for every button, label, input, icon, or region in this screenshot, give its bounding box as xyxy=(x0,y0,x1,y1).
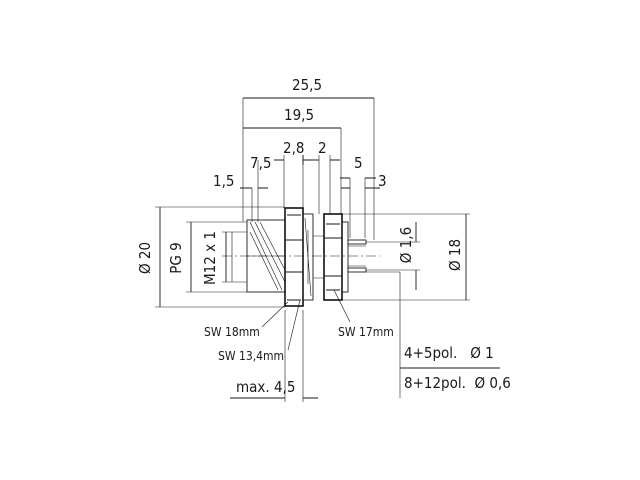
dim-overall-length: 25,5 xyxy=(292,76,322,94)
dim-length-to-flange: 19,5 xyxy=(284,106,314,124)
diam-pg-thread: PG 9 xyxy=(167,242,185,273)
wrench-nut-13: SW 13,4mm xyxy=(218,349,284,363)
dim-thread-start: 1,5 xyxy=(213,172,234,190)
pin-table-row-2: 8+12pol. Ø 0,6 xyxy=(404,374,511,392)
wrench-leaders xyxy=(261,289,351,351)
dim-offset-left: 7,5 xyxy=(250,154,271,172)
dim-gap: 2 xyxy=(318,139,327,157)
diam-pin-pitch: Ø 1,6 xyxy=(397,227,415,263)
top-dimensions xyxy=(240,97,380,240)
pin-table-row-1: 4+5pol. Ø 1 xyxy=(404,344,494,362)
right-dimensions xyxy=(342,213,470,301)
connector-body xyxy=(222,207,380,307)
left-dimensions xyxy=(155,206,285,308)
dim-pin-length: 5 xyxy=(354,154,363,172)
dim-max-thickness: max. 4,5 xyxy=(236,378,295,396)
wrench-nut-18: SW 18mm xyxy=(204,325,260,339)
diam-outer: Ø 20 xyxy=(136,242,154,274)
max-thickness-dim xyxy=(230,310,318,402)
diam-m-thread: M12 x 1 xyxy=(201,231,219,285)
pin-table xyxy=(366,271,500,398)
dim-pin-protrusion: 3 xyxy=(378,172,387,190)
wrench-flange-17: SW 17mm xyxy=(338,325,394,339)
diam-flange: Ø 18 xyxy=(446,239,464,271)
dim-nut-thickness: 2,8 xyxy=(283,139,304,157)
